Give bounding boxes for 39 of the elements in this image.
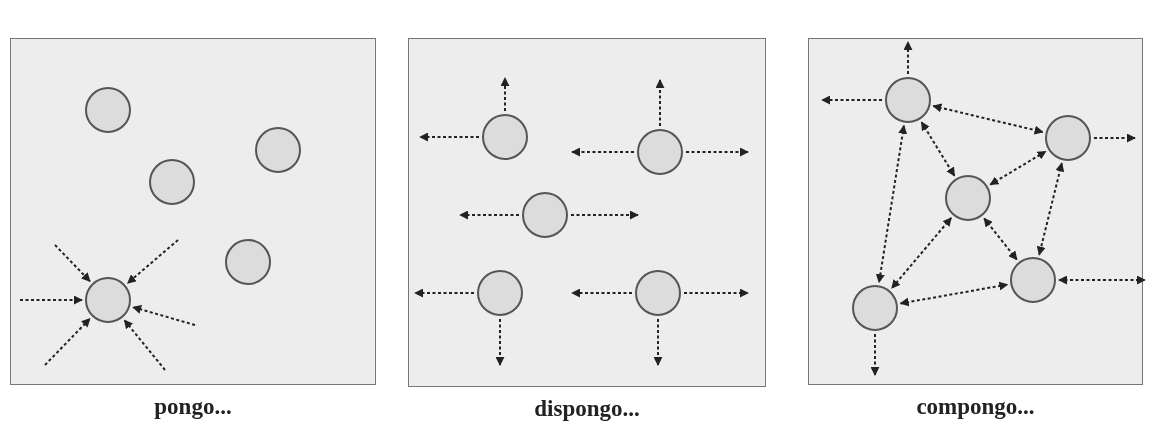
arrow [570,210,639,220]
panel-caption: compongo... [915,394,1036,420]
arrow [123,319,166,371]
arrow [1036,162,1065,256]
arrow [685,147,749,157]
arrow [875,124,908,284]
circle [1044,114,1091,161]
arrow [19,295,83,305]
arrow [44,317,91,366]
arrow [459,210,520,220]
arrow [932,103,1044,135]
arrow [899,281,1009,307]
arrow [983,217,1018,261]
arrow [132,305,196,326]
arrow [903,41,913,75]
arrow [571,147,635,157]
circle [84,276,131,323]
arrow [414,288,475,298]
arrow [126,239,179,285]
arrow [571,288,633,298]
circle [1009,256,1056,303]
circle [944,174,991,221]
arrow [870,333,880,376]
arrow [653,318,663,366]
arrow [54,244,91,283]
arrow [500,77,510,112]
arrow [683,288,749,298]
panel-caption: dispongo... [533,396,641,422]
circle [851,284,898,331]
arrow [1058,275,1146,285]
arrow [821,95,883,105]
arrow [989,150,1047,186]
arrow [419,132,480,142]
panel-caption: pongo... [153,394,233,420]
arrow [655,79,665,127]
arrow [920,121,956,177]
arrow [890,216,953,290]
arrow [495,318,505,366]
arrow [1093,133,1136,143]
